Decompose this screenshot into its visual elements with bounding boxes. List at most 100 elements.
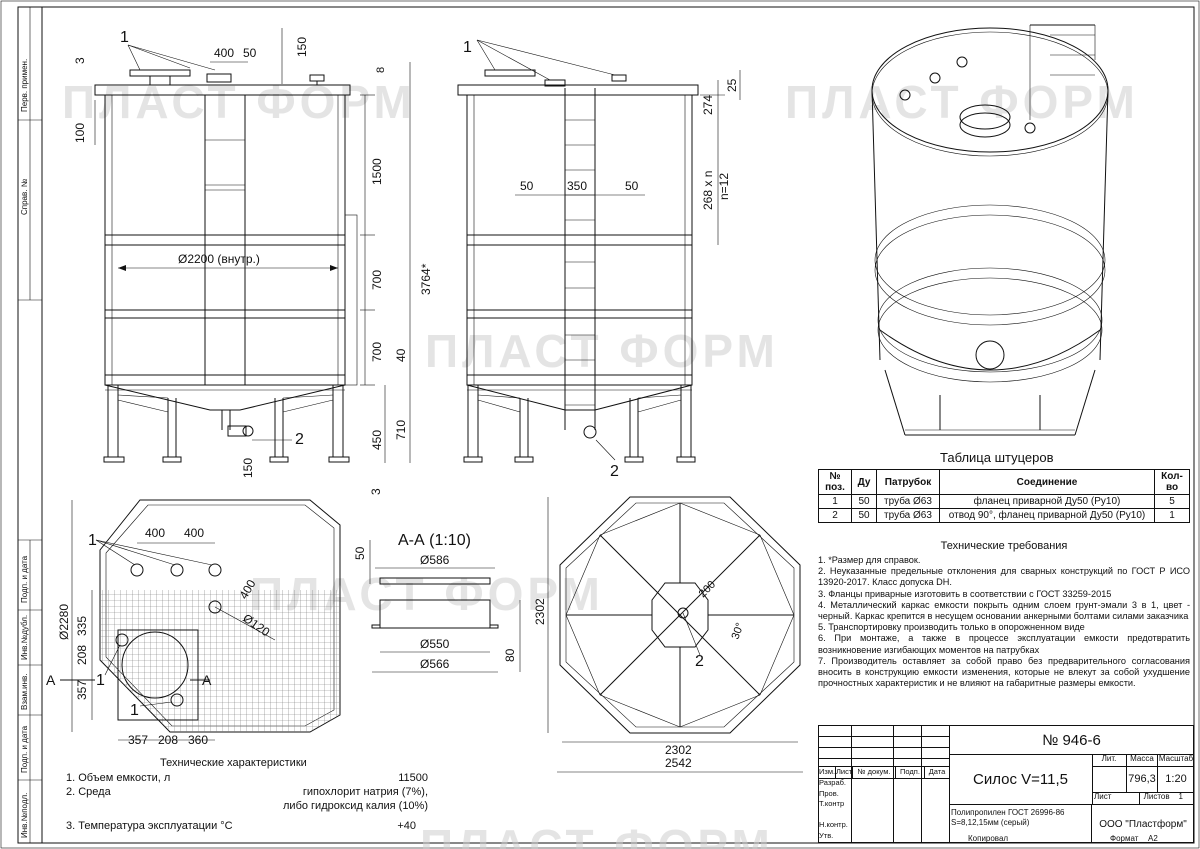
dim-text: 80 [503, 648, 517, 662]
table-row: 2 50 труба Ø63 отвод 90°, фланец приварн… [818, 508, 1190, 523]
watermark: ПЛАСТ ФОРМ [425, 325, 779, 377]
dim-text: 150 [241, 458, 255, 478]
callout-2: 2 [295, 431, 304, 448]
spec-value: либо гидроксид калия (10%) [283, 800, 428, 812]
format-value: А2 [1148, 834, 1158, 843]
dim-text: 335 [75, 616, 89, 636]
ports-header: Соединение [939, 469, 1155, 495]
callout-1: 1 [130, 702, 139, 719]
section-mark: A [202, 672, 212, 688]
requirements: Технические требования 1. *Размер для сп… [818, 540, 1190, 689]
side-view [457, 39, 741, 463]
table-cell: труба Ø63 [876, 508, 940, 523]
requirements-title: Технические требования [940, 540, 1068, 552]
dim-text: 50 [520, 179, 534, 193]
isometric-view [871, 24, 1109, 436]
watermark: ПЛАСТ ФОРМ [62, 76, 416, 128]
requirement-item: 6. При монтаже, а также в процессе экспл… [818, 633, 1190, 655]
dim-text: 2302 [533, 598, 547, 625]
table-cell: 1 [818, 494, 852, 509]
ports-header: Кол-во [1154, 469, 1190, 495]
ports-table-title: Таблица штуцеров [940, 450, 1054, 465]
section-mark: A [46, 672, 56, 688]
dim-text: 40 [394, 348, 408, 362]
callout-1: 1 [463, 39, 472, 56]
dim-text: 208 [158, 733, 178, 747]
ports-header: № поз. [818, 469, 852, 495]
dim-text: 710 [394, 420, 408, 440]
table-cell: 50 [851, 494, 877, 509]
ports-header: Патрубок [876, 469, 940, 495]
dim-text: 25 [725, 78, 739, 92]
roles: Разраб. Пров. Т.контр Н.контр. Утв. [819, 778, 848, 840]
front-view [94, 28, 411, 463]
format-label: Формат [1110, 834, 1139, 843]
stamp-label: Справ. № [20, 178, 29, 215]
dim-text: 2302 [665, 743, 692, 757]
spec-label: 3. Температура эксплуатации °С [66, 820, 233, 832]
dim-text: 360 [188, 733, 208, 747]
dim-text: Ø550 [420, 637, 450, 651]
dim-text: 100 [73, 123, 87, 143]
requirement-item: 3. Фланцы приварные изготовить в соответ… [818, 588, 1112, 599]
dim-text: 30° [730, 621, 747, 641]
table-cell: 50 [851, 508, 877, 523]
specs-title: Технические характеристики [160, 757, 307, 769]
lit-mass-scale-header: Лит. Масса Масштаб [1092, 754, 1194, 767]
table-cell: отвод 90°, фланец приварной Ду50 (Ру10) [939, 508, 1155, 523]
doc-number: № 946-6 [949, 726, 1194, 755]
dim-text: 350 [567, 179, 587, 193]
stamp-label: Подп. и дата [20, 555, 29, 603]
table-cell: 2 [818, 508, 852, 523]
dim-text: 50 [353, 546, 367, 560]
dim-text: 3764* [419, 263, 433, 295]
table-cell: труба Ø63 [876, 494, 940, 509]
section-aa [369, 540, 521, 673]
dim-text: 50 [243, 46, 257, 60]
copied-label: Копировал [968, 834, 1009, 843]
requirement-item: 1. *Размер для справок. [818, 555, 921, 565]
stamp-label: Инв.№подл. [20, 792, 29, 838]
dim-text: 400 [184, 526, 204, 540]
dim-text: 400 [214, 46, 234, 60]
dim-text: Ø2280 [57, 604, 71, 640]
dim-text: 2542 [665, 756, 692, 770]
ports-header: Ду [851, 469, 877, 495]
dim-text: 1500 [370, 158, 384, 185]
requirement-item: 4. Металлический каркас емкости покрыть … [818, 599, 1190, 622]
revision-header: Изм. Лист № докум. Подп. Дата [819, 766, 949, 779]
table-row: 1 50 труба Ø63 фланец приварной Ду50 (Ру… [818, 494, 1190, 509]
ports-table: № поз. Ду Патрубок Соединение Кол-во 1 5… [818, 469, 1190, 523]
dim-text: 357 [128, 733, 148, 747]
requirement-item: 5. Транспортировку производить только в … [818, 622, 1085, 633]
dim-text: Ø586 [420, 553, 450, 567]
callout-1: 1 [96, 672, 105, 689]
requirement-item: 7. Производитель оставляет за собой прав… [818, 655, 1190, 689]
company: ООО "Пластформ" [1092, 804, 1194, 843]
spec-label: 1. Объем емкости, л [66, 772, 171, 784]
spec-row: либо гидроксид калия (10%) [66, 799, 436, 813]
dim-text: 200 [697, 579, 718, 600]
callout-1: 1 [88, 532, 97, 549]
dim-text: 274 [701, 95, 715, 115]
dim-text: 400 [145, 526, 165, 540]
spec-row: 3. Температура эксплуатации °С+40 [66, 819, 436, 833]
table-cell: 1 [1154, 508, 1190, 523]
dim-text: 50 [625, 179, 639, 193]
dim-text: 357 [75, 680, 89, 700]
title-block: Изм. Лист № докум. Подп. Дата Разраб. Пр… [818, 725, 1194, 843]
dim-text: 450 [370, 430, 384, 450]
plan-view [60, 499, 341, 741]
table-cell: фланец приварной Ду50 (Ру10) [939, 494, 1155, 509]
dim-text: 700 [370, 270, 384, 290]
mass-value: 796,3 [1127, 766, 1158, 792]
stamp-label: Перв. примен. [20, 58, 29, 112]
stamp-label: Подп. и дата [20, 725, 29, 773]
callout-1: 1 [120, 29, 129, 46]
dim-text: 8 [375, 67, 387, 73]
dim-text: Ø566 [420, 657, 450, 671]
